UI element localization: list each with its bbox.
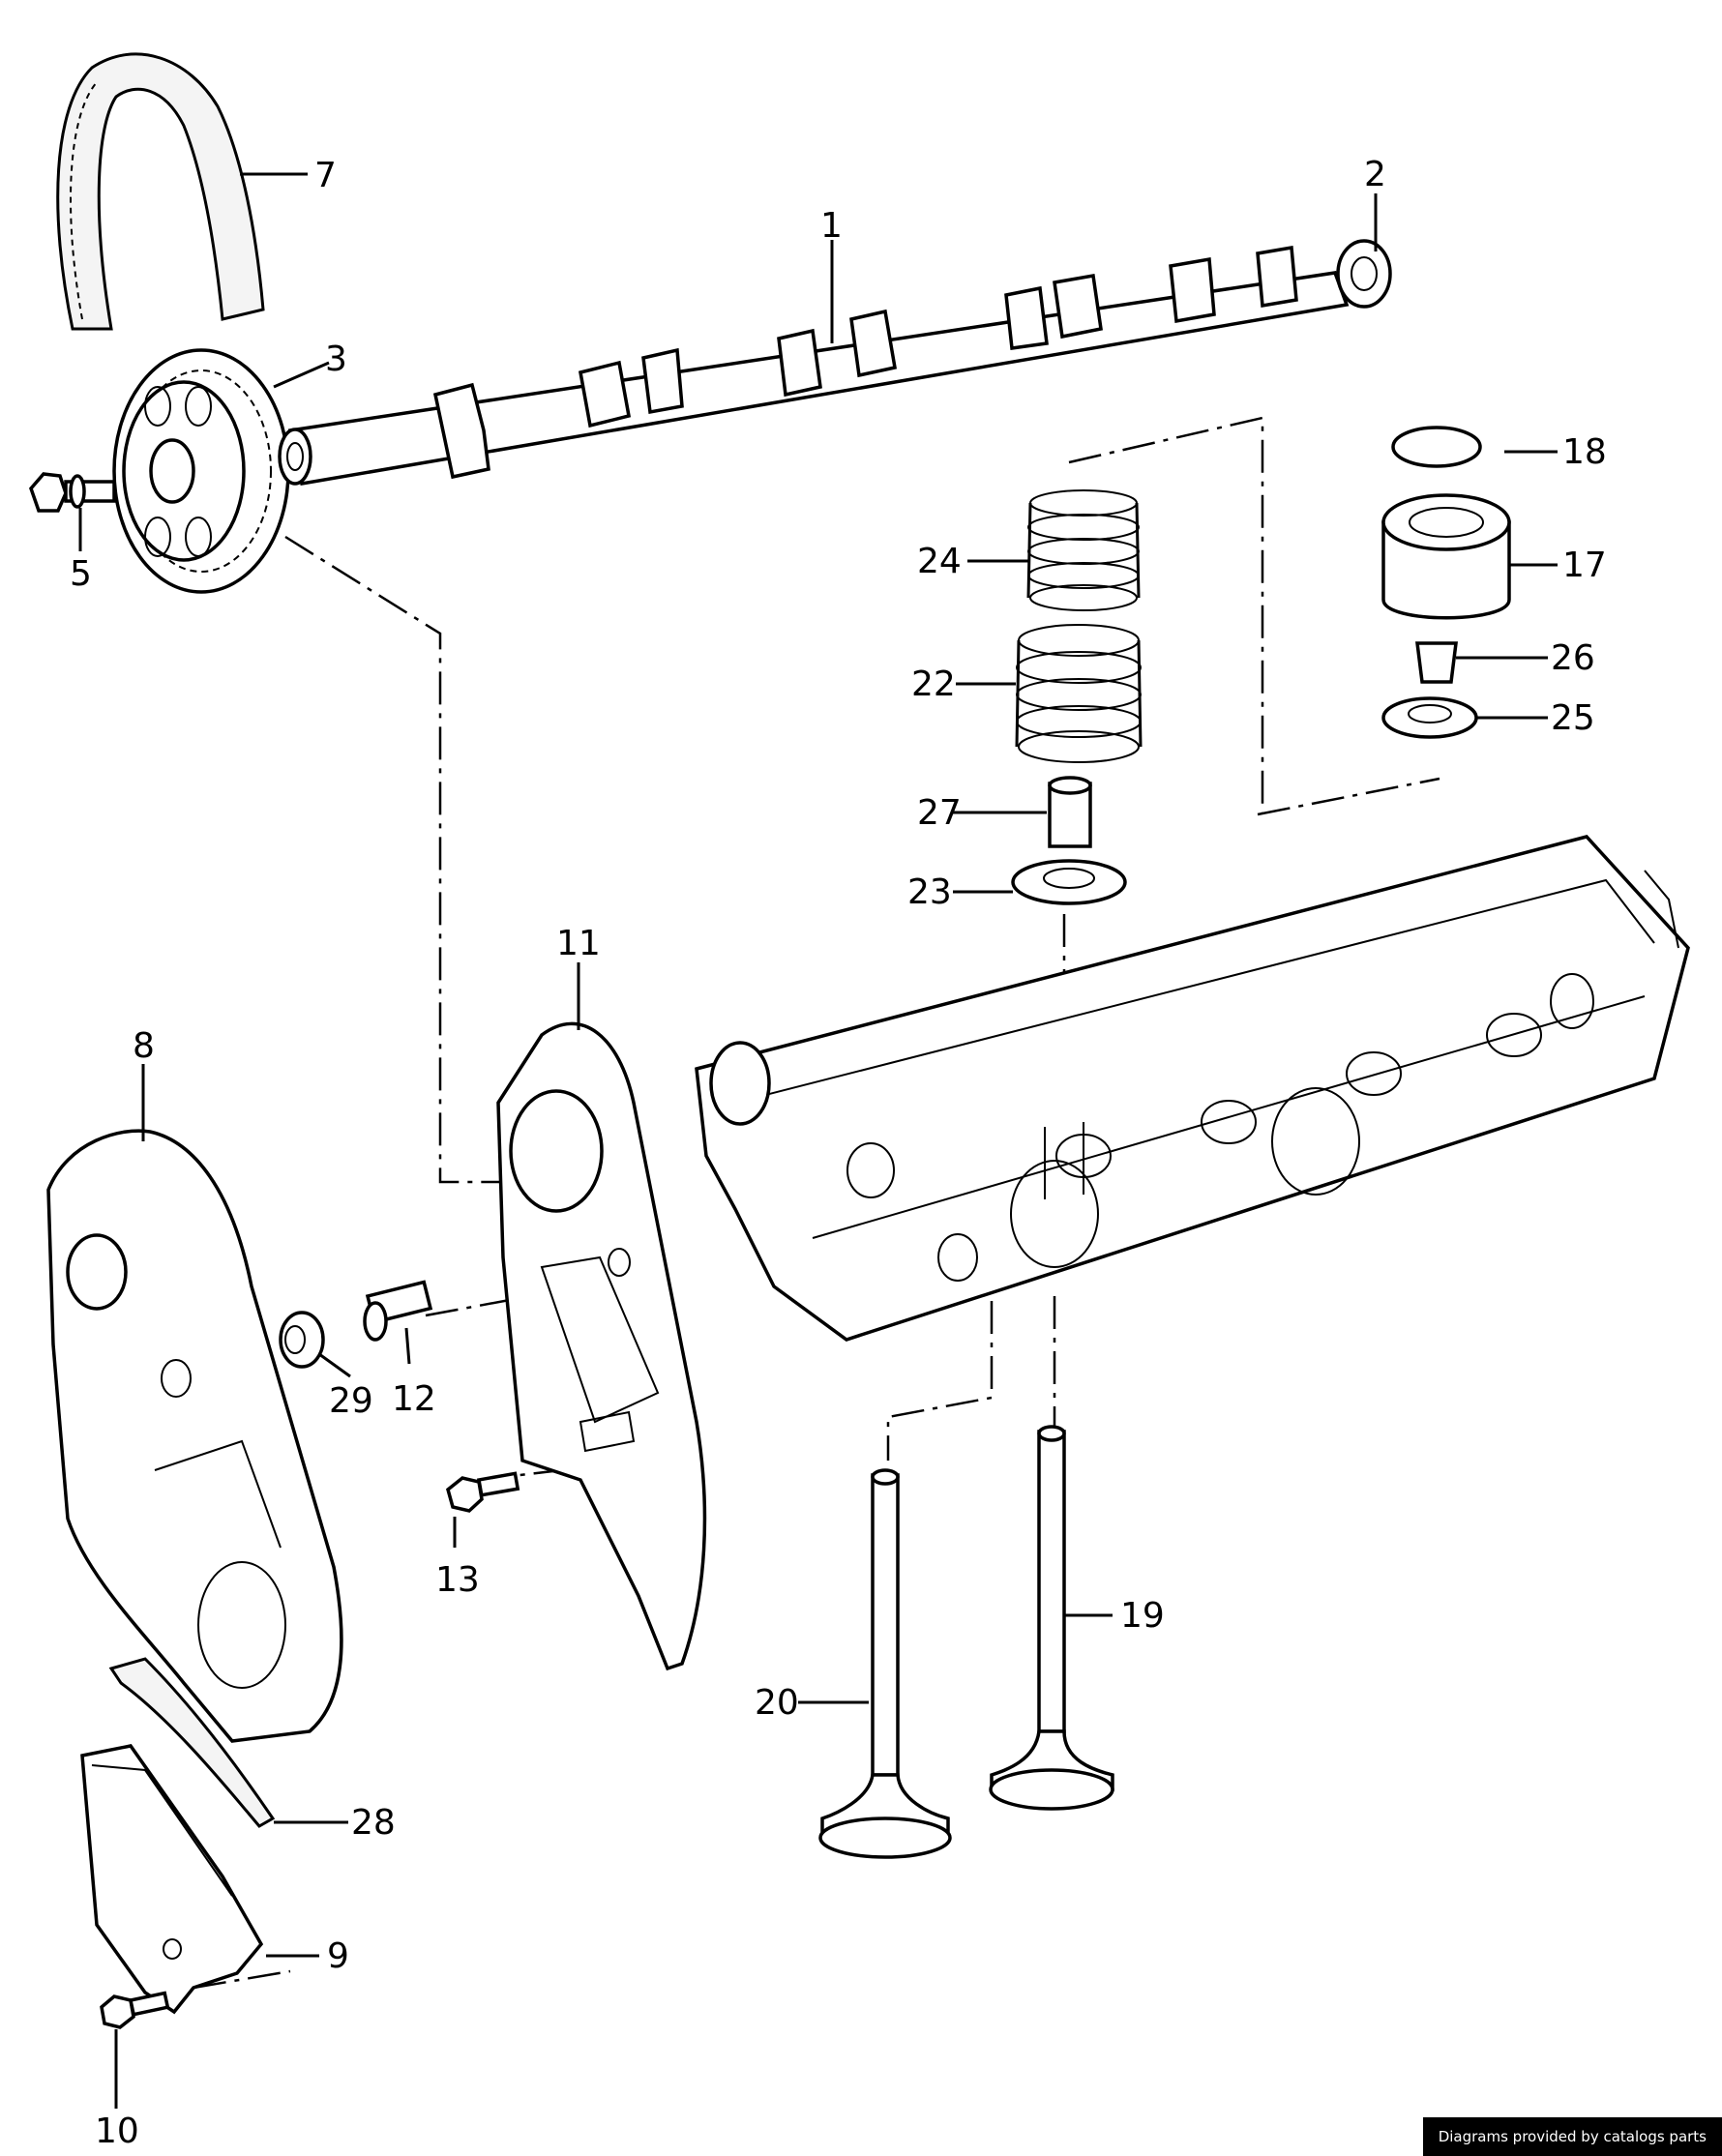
- rear-timing-plate: [496, 1021, 707, 1671]
- valve-tappet: [1381, 493, 1511, 620]
- idler-stud: [363, 1280, 433, 1342]
- camshaft-sprocket: [112, 348, 290, 594]
- label-11: 11: [556, 924, 601, 963]
- label-8: 8: [133, 1026, 155, 1066]
- exhaust-valve: [818, 1468, 952, 1859]
- label-28: 28: [351, 1803, 396, 1843]
- label-23: 23: [907, 872, 952, 912]
- valve-stem-seal: [1048, 776, 1092, 848]
- cylinder-head: [695, 835, 1690, 1342]
- stud-nut: [279, 1311, 325, 1369]
- label-22: 22: [911, 665, 956, 704]
- lower-cover-bolt: [100, 1991, 170, 2029]
- distributor-gear: [1336, 239, 1392, 309]
- label-3: 3: [325, 340, 347, 379]
- label-26: 26: [1551, 638, 1595, 678]
- spring-retainer: [1381, 696, 1478, 739]
- label-17: 17: [1562, 546, 1607, 585]
- label-1: 1: [820, 206, 843, 246]
- upper-timing-cover: [46, 1129, 343, 1743]
- camshaft: [278, 245, 1350, 487]
- sprocket-bolt: [29, 472, 116, 513]
- plate-bolt: [446, 1471, 520, 1513]
- leader-lines: [78, 172, 1558, 2109]
- label-25: 25: [1551, 698, 1595, 738]
- callout-labels: 1 2 3 5 7 8 9 10 11 12 13 17 18 19 20 22…: [70, 155, 1607, 2151]
- label-20: 20: [755, 1683, 799, 1723]
- inner-valve-spring: [1015, 624, 1143, 763]
- credit-badge: Diagrams provided by catalogs parts: [1422, 2117, 1722, 2156]
- label-19: 19: [1120, 1596, 1165, 1636]
- lower-spring-seat: [1011, 859, 1127, 905]
- timing-belt: [56, 52, 265, 331]
- outer-valve-spring: [1026, 489, 1141, 611]
- label-12: 12: [392, 1379, 436, 1419]
- label-27: 27: [917, 793, 962, 833]
- valve-collets: [1415, 641, 1458, 684]
- lower-timing-cover: [80, 1744, 264, 2015]
- label-29: 29: [329, 1381, 373, 1421]
- cover-seal-strip: [108, 1657, 276, 1828]
- label-9: 9: [327, 1936, 349, 1976]
- label-10: 10: [95, 2112, 139, 2151]
- label-7: 7: [314, 156, 337, 195]
- label-13: 13: [435, 1560, 480, 1600]
- intake-valve: [989, 1425, 1114, 1811]
- label-24: 24: [917, 542, 962, 581]
- label-2: 2: [1364, 155, 1386, 194]
- label-5: 5: [70, 554, 92, 594]
- valve-shim: [1391, 426, 1482, 468]
- label-18: 18: [1562, 432, 1607, 472]
